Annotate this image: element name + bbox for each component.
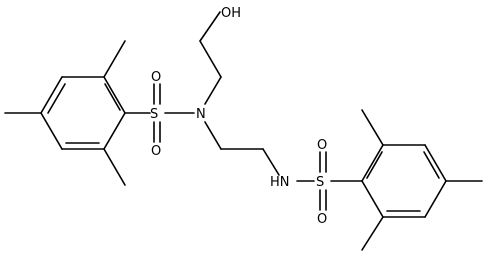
bond [262, 148, 280, 176]
bond [103, 112, 126, 150]
oxygen-right-top-label: O [317, 138, 327, 153]
bond [204, 121, 222, 150]
methyl-bond [361, 216, 384, 251]
left-mesityl-ring [4, 40, 151, 186]
bond [204, 76, 222, 105]
methyl-bond [103, 40, 126, 78]
double-bond-inner [366, 151, 383, 179]
right-mesityl-ring [361, 109, 483, 251]
oxygen-left-top-label: O [151, 70, 161, 85]
bond [103, 76, 126, 114]
oxygen-left-bottom-label: O [151, 144, 161, 159]
right-sulfonyl-group [296, 151, 363, 211]
bond [424, 144, 447, 182]
methyl-bond [103, 148, 126, 186]
nitrogen-label: N [196, 107, 206, 122]
bond [361, 180, 384, 218]
sulfur-right-label: S [316, 175, 324, 190]
sulfur-left-label: S [150, 107, 158, 122]
ethylene-linker [204, 121, 280, 176]
nh-label: HN [270, 175, 290, 190]
left-sulfonyl-group [153, 83, 195, 143]
bond [199, 40, 222, 78]
bond [40, 112, 63, 150]
oxygen-right-bottom-label: O [317, 212, 327, 227]
bond [40, 76, 63, 114]
double-bond-inner [104, 83, 121, 111]
double-bond-inner [47, 83, 66, 114]
hydroxyl-label: OH [221, 6, 241, 21]
bond [361, 144, 384, 182]
bond [424, 180, 447, 218]
hydroxyethyl-chain [199, 11, 222, 105]
methyl-bond [361, 109, 384, 146]
bond [199, 11, 221, 42]
double-bond-inner [423, 151, 440, 179]
